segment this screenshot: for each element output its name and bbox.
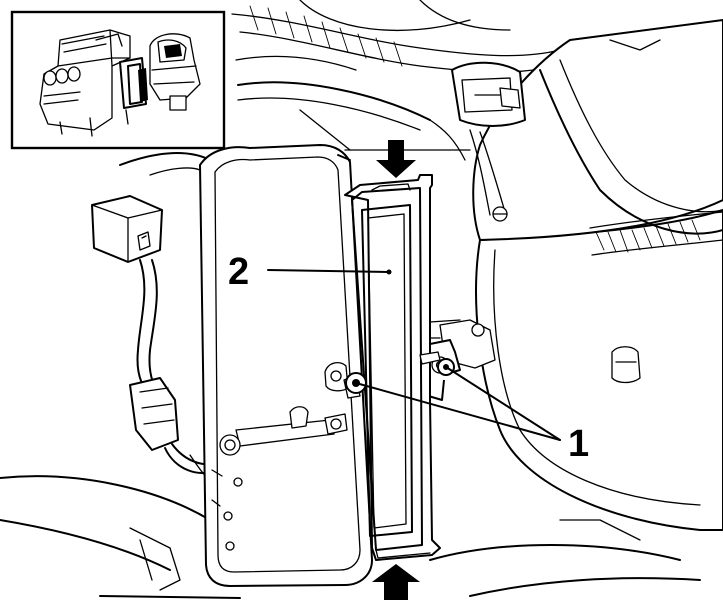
blower-motor-housing	[429, 19, 723, 531]
leader-line-2	[267, 269, 389, 273]
callout-label-1: 1	[568, 423, 589, 465]
hole	[233, 477, 243, 487]
hole	[225, 541, 235, 551]
filter-housing	[199, 144, 461, 587]
bolt-icon	[219, 434, 241, 456]
hole	[223, 511, 233, 521]
dashboard-background-lines	[0, 0, 701, 599]
bolt-icon	[471, 323, 485, 337]
callout-label-2: 2	[228, 251, 249, 293]
callout-1-group: 1	[355, 366, 589, 465]
wiring-harness	[91, 195, 233, 499]
bolt-icon	[330, 418, 342, 430]
leader-line-1a	[355, 382, 561, 441]
inset-overview-thumbnail	[10, 10, 226, 150]
callout-2-group: 2	[228, 251, 392, 293]
leader-line-1b	[445, 366, 561, 441]
arrow-up-icon	[372, 564, 420, 600]
arrow-down-icon	[376, 140, 416, 178]
